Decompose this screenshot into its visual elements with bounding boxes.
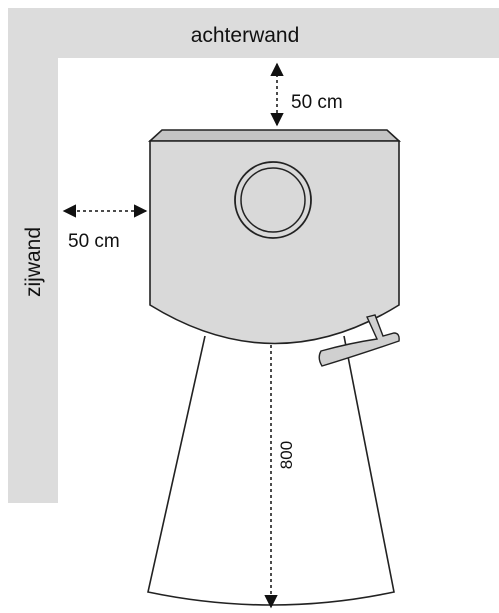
side-wall	[8, 8, 58, 503]
back-wall	[8, 8, 499, 58]
stove-body	[149, 140, 400, 345]
flue-outlet-inner-ring	[240, 167, 306, 233]
stove-top-plate	[147, 129, 402, 142]
door-handle	[318, 314, 400, 367]
back-clearance-label: 50 cm	[291, 92, 343, 113]
back-wall-label: achterwand	[191, 24, 300, 47]
side-wall-label: zijwand	[22, 227, 45, 297]
side-clearance-label: 50 cm	[68, 231, 120, 252]
front-clearance-label: 800	[277, 441, 296, 469]
